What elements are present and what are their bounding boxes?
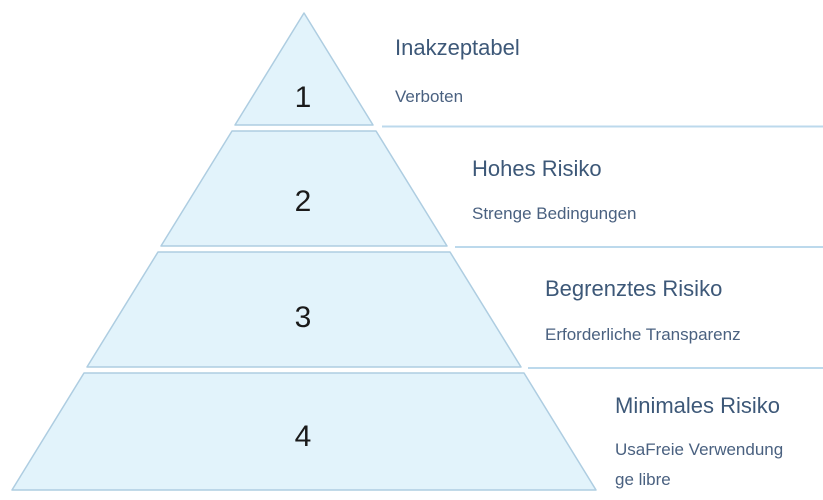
pyramid-level-3-shape xyxy=(86,251,522,368)
level-2-subtitle: Strenge Bedingungen xyxy=(472,204,637,223)
pyramid-level-4-shape xyxy=(11,372,597,491)
level-2-title: Hohes Risiko xyxy=(472,156,602,181)
level-2-number: 2 xyxy=(294,185,312,218)
level-1-title: Inakzeptabel xyxy=(395,35,520,60)
level-3-title: Begrenztes Risiko xyxy=(545,276,723,301)
level-4-subtitle-line-1: UsaFreie Verwendung xyxy=(615,440,784,459)
pyramid-level-2-shape xyxy=(160,130,448,247)
pyramid-level-1-shape xyxy=(234,12,374,126)
level-3-number: 3 xyxy=(294,301,312,334)
level-3-subtitle: Erforderliche Transparenz xyxy=(545,325,741,344)
level-1-number: 1 xyxy=(294,81,312,114)
level-4-title: Minimales Risiko xyxy=(615,393,781,418)
level-4-number: 4 xyxy=(294,420,312,453)
level-4-subtitle: UsaFreie Verwendung ge libre xyxy=(615,435,820,495)
level-4-subtitle-line-2: ge libre xyxy=(615,470,671,489)
level-1-subtitle: Verboten xyxy=(395,87,464,106)
